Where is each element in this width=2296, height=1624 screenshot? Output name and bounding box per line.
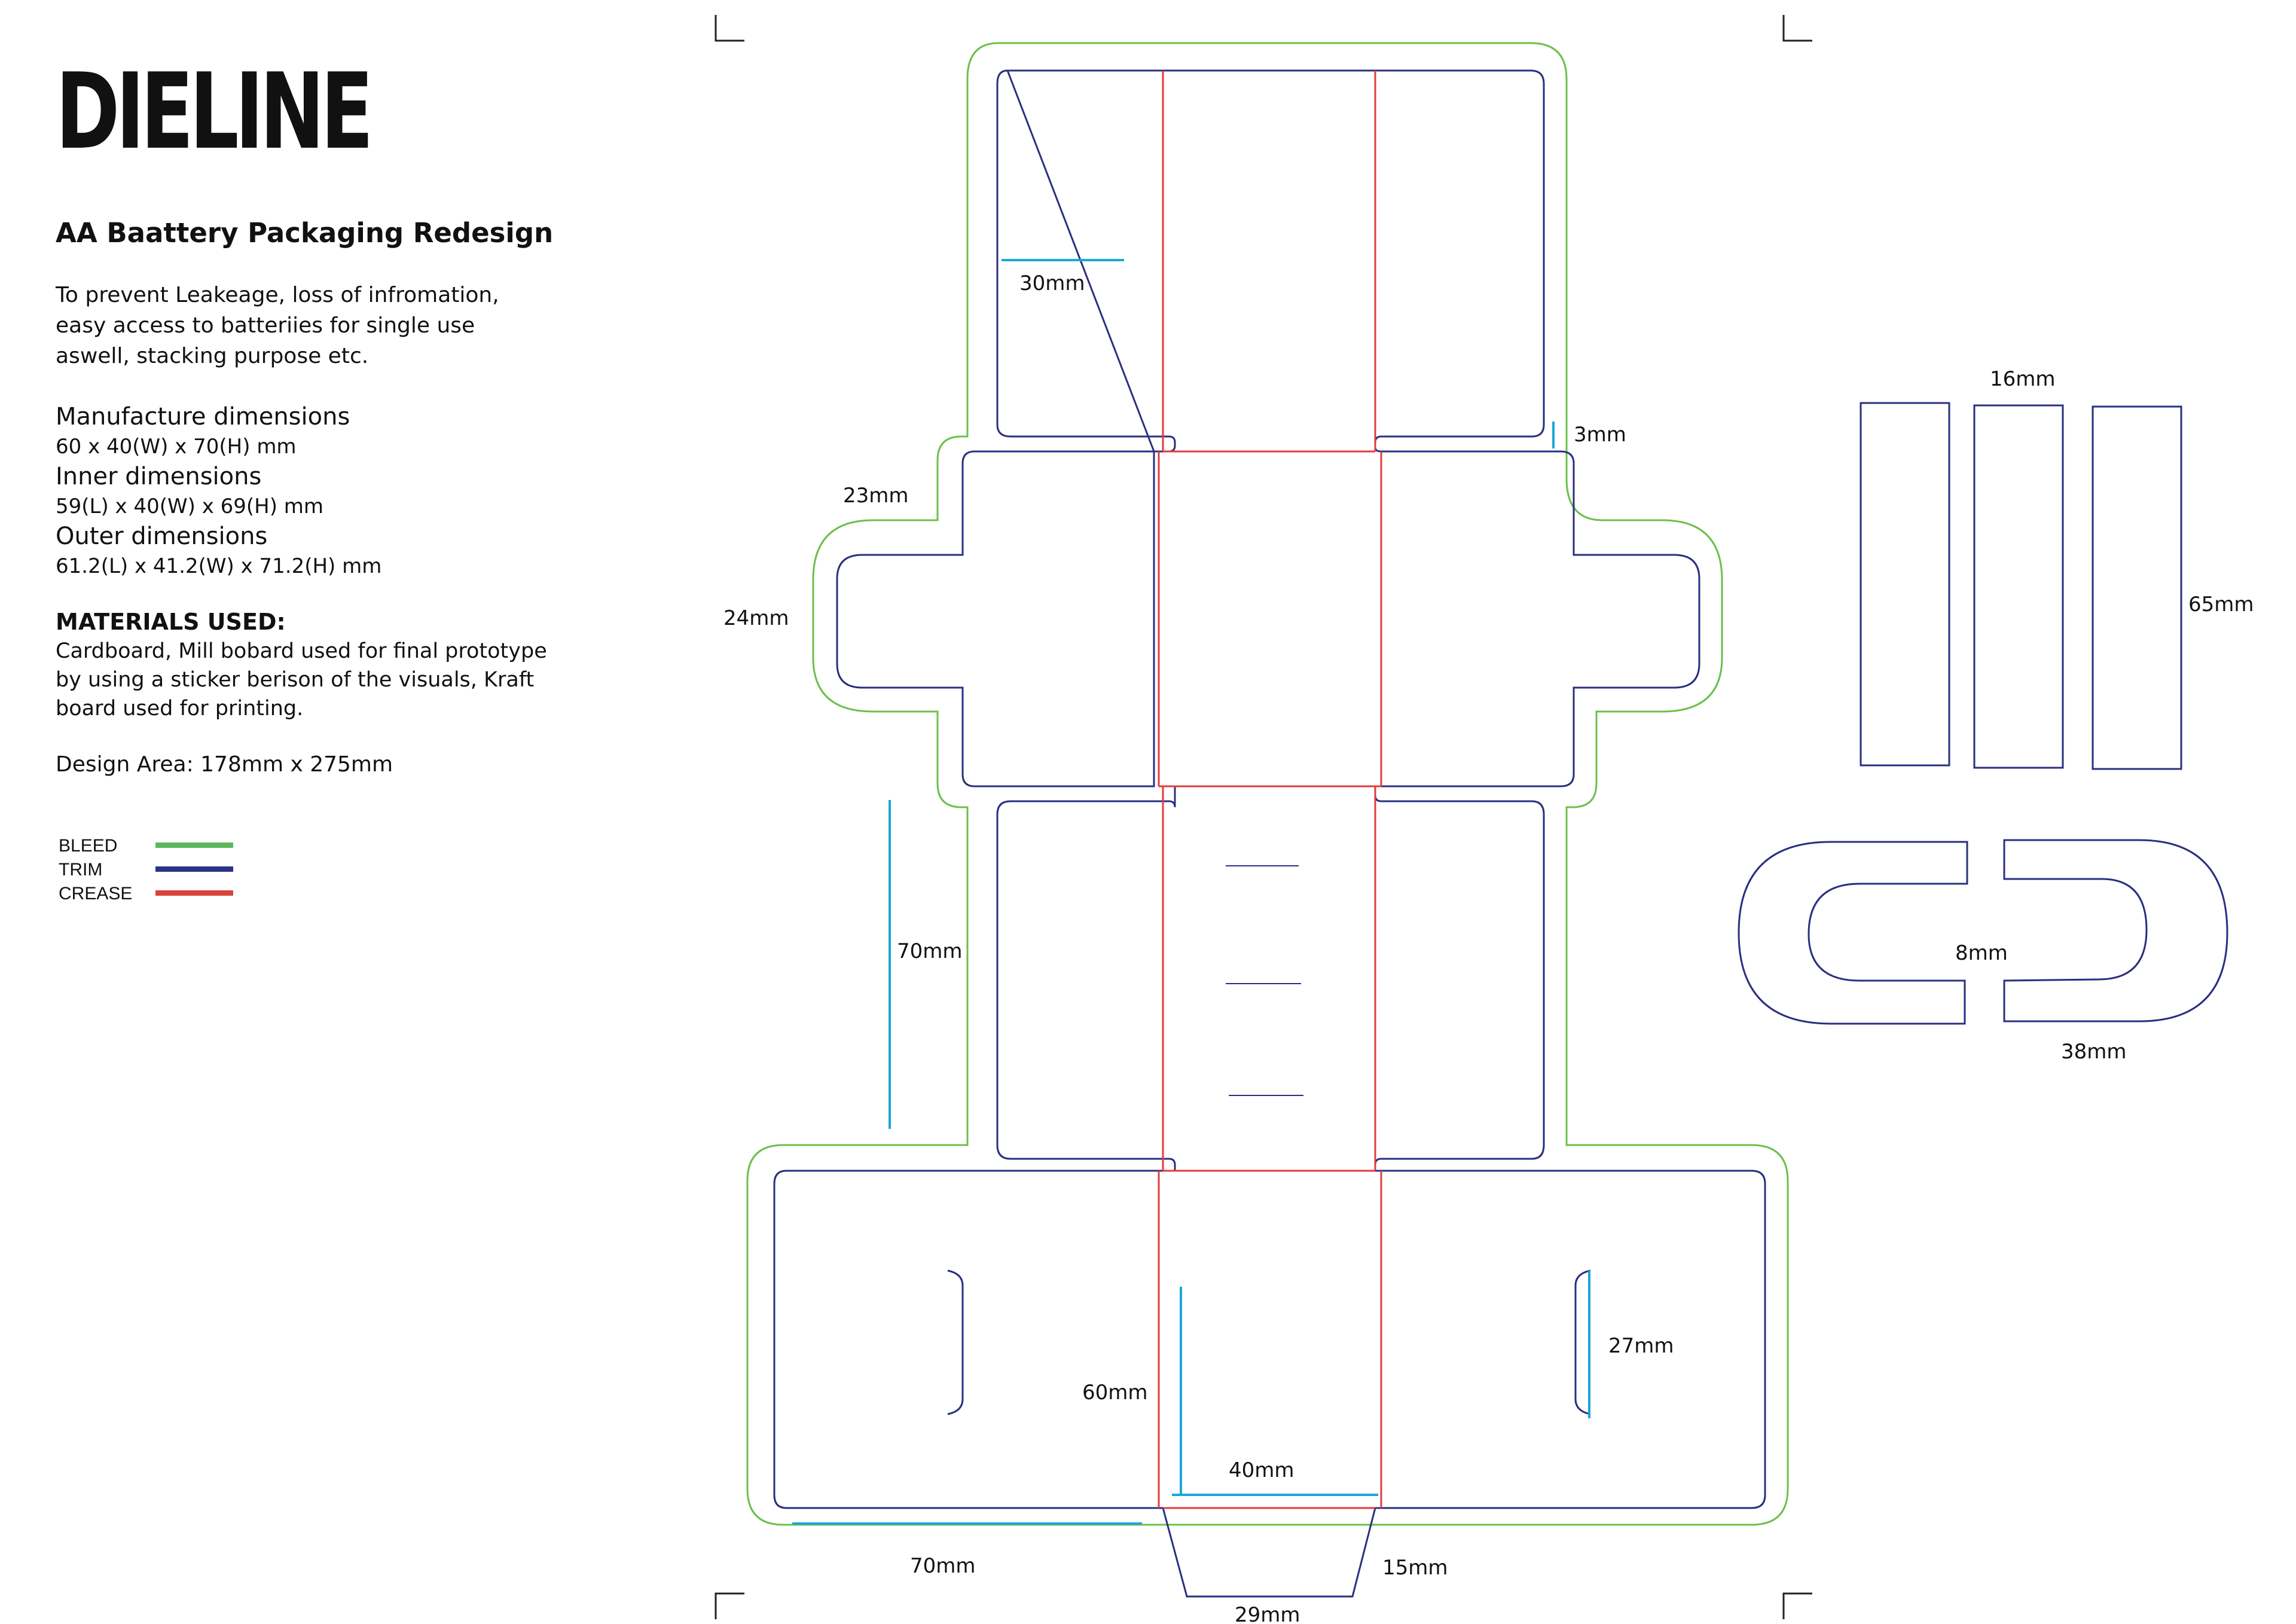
label-base-height: 60mm xyxy=(1082,1381,1148,1405)
label-front-panel-height: 70mm xyxy=(897,939,963,963)
right-slot xyxy=(1574,1269,1591,1415)
label-base-side: 70mm xyxy=(910,1554,976,1578)
label-divider-height: 65mm xyxy=(2188,593,2254,616)
outer-dimensions-heading: Outer dimensions xyxy=(56,523,268,550)
divider-pieces xyxy=(1738,402,2228,1025)
label-slot-height: 27mm xyxy=(1608,1334,1674,1358)
left-slot xyxy=(947,1269,964,1415)
base-panel-trim xyxy=(773,1170,1766,1509)
materials-text: Cardboard, Mill bobard used for final pr… xyxy=(56,639,547,721)
legend-trim-label: TRIM xyxy=(59,860,103,880)
label-divider-width: 16mm xyxy=(1990,367,2056,391)
divider-piece-1 xyxy=(1860,402,1950,767)
label-base-width: 40mm xyxy=(1229,1458,1294,1482)
legend-crease: CREASE xyxy=(59,882,233,906)
label-side-flap-height: 24mm xyxy=(723,606,789,630)
manufacture-dimensions-heading: Manufacture dimensions xyxy=(56,403,350,431)
legend-crease-swatch xyxy=(155,890,233,896)
label-clip-width: 38mm xyxy=(2061,1040,2127,1064)
legend-crease-label: CREASE xyxy=(59,884,133,903)
manufacture-dimensions-value: 60 x 40(W) x 70(H) mm xyxy=(56,435,297,459)
crease-lines xyxy=(1158,71,1382,1509)
label-glue-flap-width: 29mm xyxy=(1235,1603,1300,1624)
crop-marks xyxy=(715,15,1812,1619)
bleed-outline xyxy=(746,42,1789,1526)
line-legend: BLEED TRIM CREASE xyxy=(59,834,233,906)
legend-bleed-label: BLEED xyxy=(59,836,118,856)
legend-bleed: BLEED xyxy=(59,834,233,858)
design-area-text: Design Area: 178mm x 275mm xyxy=(56,752,393,777)
label-clip-gap: 8mm xyxy=(1955,941,2008,965)
trim-lines xyxy=(773,69,1766,1598)
middle-band-trim xyxy=(836,450,1700,787)
label-tab-gap: 3mm xyxy=(1574,423,1626,447)
crop-mark-bottom-right xyxy=(1782,1592,1812,1619)
legend-trim: TRIM xyxy=(59,858,233,882)
inner-dimensions-value: 59(L) x 40(W) x 69(H) mm xyxy=(56,494,324,518)
crop-mark-top-right xyxy=(1782,15,1812,42)
description-text: To prevent Leakeage, loss of infromation… xyxy=(56,283,499,368)
measurement-labels: 30mm 3mm 23mm 24mm 70mm 16mm 65mm 8mm 38… xyxy=(723,271,2254,1624)
glue-flap-trim xyxy=(1162,1507,1376,1598)
divider-piece-2 xyxy=(1973,404,2064,769)
page-title: DIELINE xyxy=(56,51,374,173)
legend-trim-swatch xyxy=(155,866,233,872)
outer-dimensions-value: 61.2(L) x 41.2(W) x 71.2(H) mm xyxy=(56,554,382,578)
legend-bleed-swatch xyxy=(155,842,233,848)
crop-mark-bottom-left xyxy=(715,1592,744,1619)
label-side-flap-offset: 23mm xyxy=(843,484,909,508)
clip-right xyxy=(2003,839,2228,1022)
clip-left xyxy=(1738,841,1968,1025)
label-top-flap-width: 30mm xyxy=(1019,271,1085,295)
label-glue-flap-side: 15mm xyxy=(1382,1556,1448,1580)
info-panel: DIELINE AA Baattery Packaging Redesign T… xyxy=(56,60,594,780)
project-subtitle: AA Baattery Packaging Redesign xyxy=(56,217,554,249)
front-panel-trim xyxy=(996,786,1545,1171)
measure-lines xyxy=(792,259,1590,1525)
materials-heading: MATERIALS USED: xyxy=(56,609,286,635)
divider-piece-3 xyxy=(2092,405,2182,770)
inner-dimensions-heading: Inner dimensions xyxy=(56,463,262,490)
crop-mark-top-left xyxy=(715,15,744,42)
